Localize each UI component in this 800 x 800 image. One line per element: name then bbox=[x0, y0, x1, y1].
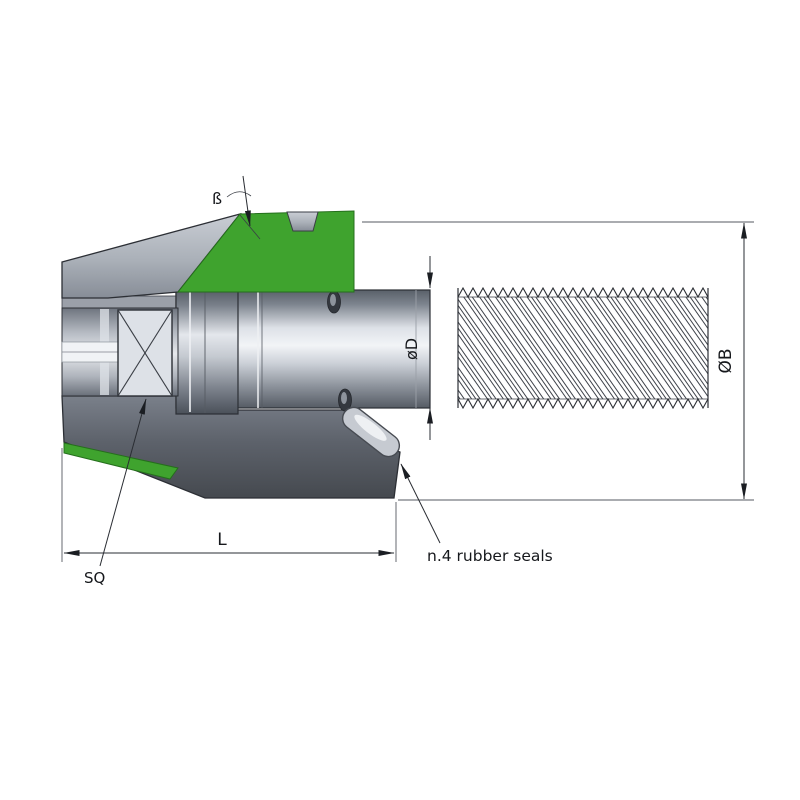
thread-hatch bbox=[458, 297, 708, 399]
dim-L-label: L bbox=[217, 530, 227, 550]
square-drive-box bbox=[117, 309, 173, 397]
seal-groove-top-highlight bbox=[330, 294, 336, 306]
beta-leader bbox=[242, 175, 251, 227]
sq-label: SQ bbox=[84, 569, 105, 587]
collet-collar bbox=[175, 285, 239, 415]
thread-teeth-bottom bbox=[457, 397, 709, 410]
beta-chamfer-line bbox=[239, 214, 261, 240]
section-face-bottom bbox=[63, 442, 179, 480]
seal-groove-bottom-highlight bbox=[341, 392, 347, 404]
seals-leader bbox=[400, 463, 441, 544]
square-drive-cross-2 bbox=[117, 309, 173, 397]
dimensions: ß øD ØB L SQ n.4 rubber seals bbox=[61, 175, 754, 587]
rubber-seal bbox=[341, 406, 401, 458]
dim-B-label: ØB bbox=[716, 348, 736, 373]
thread-teeth-top bbox=[457, 286, 709, 299]
beta-arc bbox=[226, 191, 252, 198]
dim-D-label: øD bbox=[402, 338, 421, 360]
threaded-shank bbox=[457, 286, 709, 410]
sq-leader bbox=[99, 398, 147, 567]
collet-body bbox=[61, 210, 431, 499]
collet-top-cone bbox=[61, 212, 242, 299]
sleeve-detail-lines bbox=[189, 287, 417, 413]
top-notch bbox=[286, 211, 319, 232]
seals-label: n.4 rubber seals bbox=[427, 547, 553, 565]
label-beta: ß bbox=[212, 189, 222, 208]
